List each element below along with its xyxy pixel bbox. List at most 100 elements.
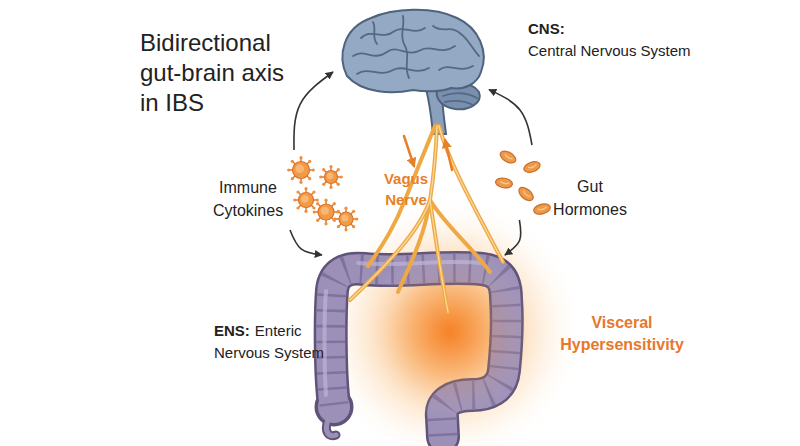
colon-node: ENS:Enteric Nervous System xyxy=(312,255,524,440)
gyrus-line xyxy=(373,22,377,44)
vagus-nerve xyxy=(350,126,503,312)
particle-body xyxy=(339,212,353,226)
gyrus-line xyxy=(402,16,409,78)
nerve-highlight xyxy=(430,126,437,200)
molecule-shine xyxy=(504,154,513,160)
cytokine-particle xyxy=(293,187,319,213)
hormone-molecule xyxy=(516,185,535,203)
particle-knob xyxy=(336,210,339,213)
particle-body xyxy=(299,193,314,208)
colon-outline xyxy=(331,268,507,437)
efferent-arrow xyxy=(404,136,414,166)
particle-core xyxy=(341,214,348,221)
cytokine-particle xyxy=(313,199,340,226)
particle-knob xyxy=(316,198,319,201)
hormone-node: Gut Hormones xyxy=(490,145,630,220)
molecule-body xyxy=(495,177,513,189)
cytokine-particle xyxy=(287,156,315,184)
molecule-shine xyxy=(500,181,509,184)
particle-knob xyxy=(352,225,355,228)
particle-knob xyxy=(355,217,358,220)
node-text-box: Gut Hormones xyxy=(550,175,630,221)
particle-knob xyxy=(322,183,325,186)
node-heading: ENS: xyxy=(214,322,250,339)
particle-knob xyxy=(344,207,347,210)
particle-knob xyxy=(312,190,315,193)
gyrus-line xyxy=(443,93,477,98)
molecule-shine xyxy=(528,164,537,168)
molecule-body xyxy=(522,160,541,175)
particle-knob xyxy=(304,210,307,213)
brain-gyri xyxy=(353,16,479,105)
nerve-fiber xyxy=(368,126,435,266)
particle-core xyxy=(301,195,309,203)
molecule-body xyxy=(533,202,552,216)
particle-knob xyxy=(299,156,302,159)
particle-knob xyxy=(329,165,332,168)
node-heading: CNS: xyxy=(528,18,738,40)
nerve-highlight xyxy=(430,200,448,312)
particle-knob xyxy=(316,202,319,205)
nerve-fiber xyxy=(439,126,503,262)
connector-arrow xyxy=(505,220,521,255)
particle-knob xyxy=(337,183,340,186)
particle-knob xyxy=(324,199,327,202)
particle-knob xyxy=(291,177,294,180)
particle-knob xyxy=(333,202,336,205)
diagram-title: Bidirectional gut-brain axis in IBS xyxy=(140,28,300,118)
hypersensitivity-glow xyxy=(360,245,540,425)
gyrus-line xyxy=(353,46,455,56)
node-text-box: ENS:Enteric Nervous System xyxy=(214,320,332,364)
cytokine-node: Immune Cytokines xyxy=(198,150,358,230)
particle-body xyxy=(325,171,338,184)
particle-knob xyxy=(344,228,347,231)
nerve-fiber xyxy=(430,200,448,312)
brain-node: CNS:Central Nervous System xyxy=(333,6,489,116)
nerve-fiber xyxy=(350,200,430,300)
node-label: Central Nervous System xyxy=(528,40,738,62)
particle-knob xyxy=(312,168,315,171)
particle-body xyxy=(293,162,310,179)
connector-arrow xyxy=(290,230,322,255)
hormone-molecule xyxy=(495,177,513,189)
molecule-body xyxy=(516,185,535,203)
particle-knob xyxy=(313,210,316,213)
particle-knob xyxy=(299,181,302,184)
nerve-highlight xyxy=(439,126,503,262)
particle-core xyxy=(321,207,329,215)
afferent-arrow xyxy=(445,140,452,170)
nerve-label: Vagus Nerve xyxy=(374,168,438,210)
colon-body xyxy=(331,268,507,437)
nerve-fiber xyxy=(430,200,490,272)
particle-knob xyxy=(312,206,315,209)
particle-knob xyxy=(296,190,299,193)
gyrus-line xyxy=(439,66,473,70)
gyrus-line xyxy=(445,101,473,105)
particle-knob xyxy=(304,187,307,190)
particle-knob xyxy=(324,222,327,225)
particle-knob xyxy=(287,168,290,171)
particle-knob xyxy=(316,219,319,222)
node-label: Gut Hormones xyxy=(553,178,627,218)
particle-knob xyxy=(296,206,299,209)
particle-knob xyxy=(308,177,311,180)
cytokine-particle xyxy=(334,207,359,232)
particle-knob xyxy=(291,160,294,163)
particle-knob xyxy=(352,210,355,213)
nerve-fiber xyxy=(398,200,430,292)
particle-core xyxy=(295,164,304,173)
hormone-molecule xyxy=(522,160,541,175)
particle-knob xyxy=(334,217,337,220)
particle-body xyxy=(318,204,334,220)
colon-illustration xyxy=(312,255,524,440)
colon-haustra xyxy=(331,268,507,437)
particle-core xyxy=(327,173,334,180)
particle-knob xyxy=(319,175,322,178)
hypersensitivity-glow xyxy=(315,195,585,446)
connector-arrow xyxy=(294,72,333,150)
particle-knob xyxy=(340,175,343,178)
molecule-shine xyxy=(523,191,531,198)
particle-knob xyxy=(337,168,340,171)
